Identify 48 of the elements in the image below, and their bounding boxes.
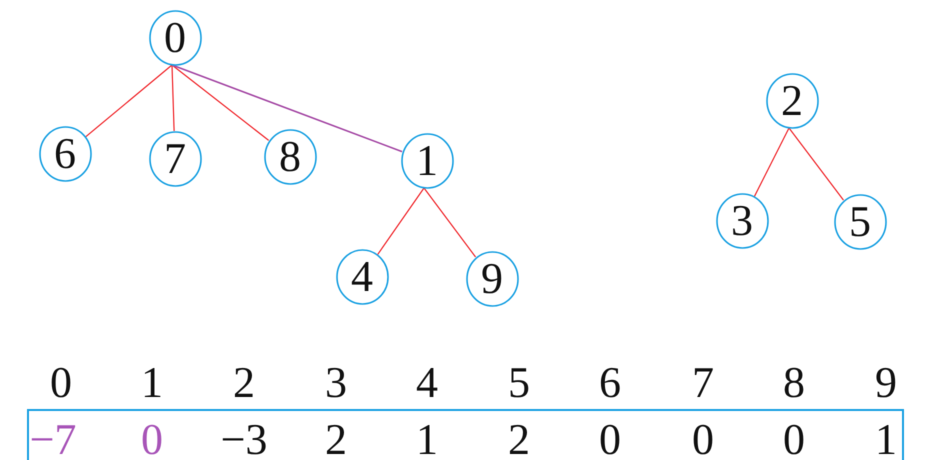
- index-label: 1: [141, 363, 163, 403]
- index-label: 3: [325, 363, 347, 403]
- node-number: 2: [781, 79, 803, 123]
- connector-line: [172, 64, 402, 152]
- node-circle: [148, 131, 202, 187]
- connector-line: [377, 188, 424, 255]
- value-label: 0: [141, 420, 163, 460]
- node-circle: [766, 73, 818, 129]
- index-label: 7: [692, 363, 714, 403]
- value-label: 1: [416, 420, 438, 460]
- index-label: 8: [783, 363, 805, 403]
- value-label: 2: [325, 420, 347, 460]
- value-label: 2: [508, 420, 530, 460]
- index-label: 4: [416, 363, 438, 403]
- node-number: 6: [54, 132, 76, 176]
- connector-line: [172, 64, 270, 141]
- node-circle: [336, 249, 388, 305]
- node-circle: [466, 251, 518, 307]
- node-number: 1: [416, 139, 438, 183]
- connector-line: [424, 188, 476, 258]
- value-label: 1: [875, 420, 897, 460]
- connector-line: [754, 128, 790, 197]
- node-circle: [38, 126, 92, 182]
- node-circle: [716, 193, 768, 249]
- node-number: 0: [164, 16, 186, 60]
- node-circle: [264, 129, 316, 185]
- node-circle: [148, 10, 202, 66]
- value-label: 0: [599, 420, 621, 460]
- node-number: 7: [164, 137, 186, 181]
- node-number: 3: [731, 199, 753, 243]
- node-number: 4: [351, 255, 373, 299]
- node-circle: [400, 133, 454, 189]
- index-label: 5: [508, 363, 530, 403]
- connector-line: [85, 64, 172, 138]
- index-label: 0: [50, 363, 72, 403]
- value-label: 0: [783, 420, 805, 460]
- connector-line: [171, 64, 175, 132]
- value-label: −3: [220, 420, 268, 460]
- index-label: 6: [599, 363, 621, 403]
- value-label: −7: [30, 420, 76, 460]
- connector-line: [788, 128, 844, 200]
- index-label: 9: [875, 363, 897, 403]
- node-circle: [834, 194, 886, 250]
- index-label: 2: [233, 363, 255, 403]
- node-number: 8: [279, 135, 301, 179]
- node-number: 9: [481, 257, 503, 301]
- value-label: 0: [692, 420, 714, 460]
- node-number: 5: [849, 200, 871, 244]
